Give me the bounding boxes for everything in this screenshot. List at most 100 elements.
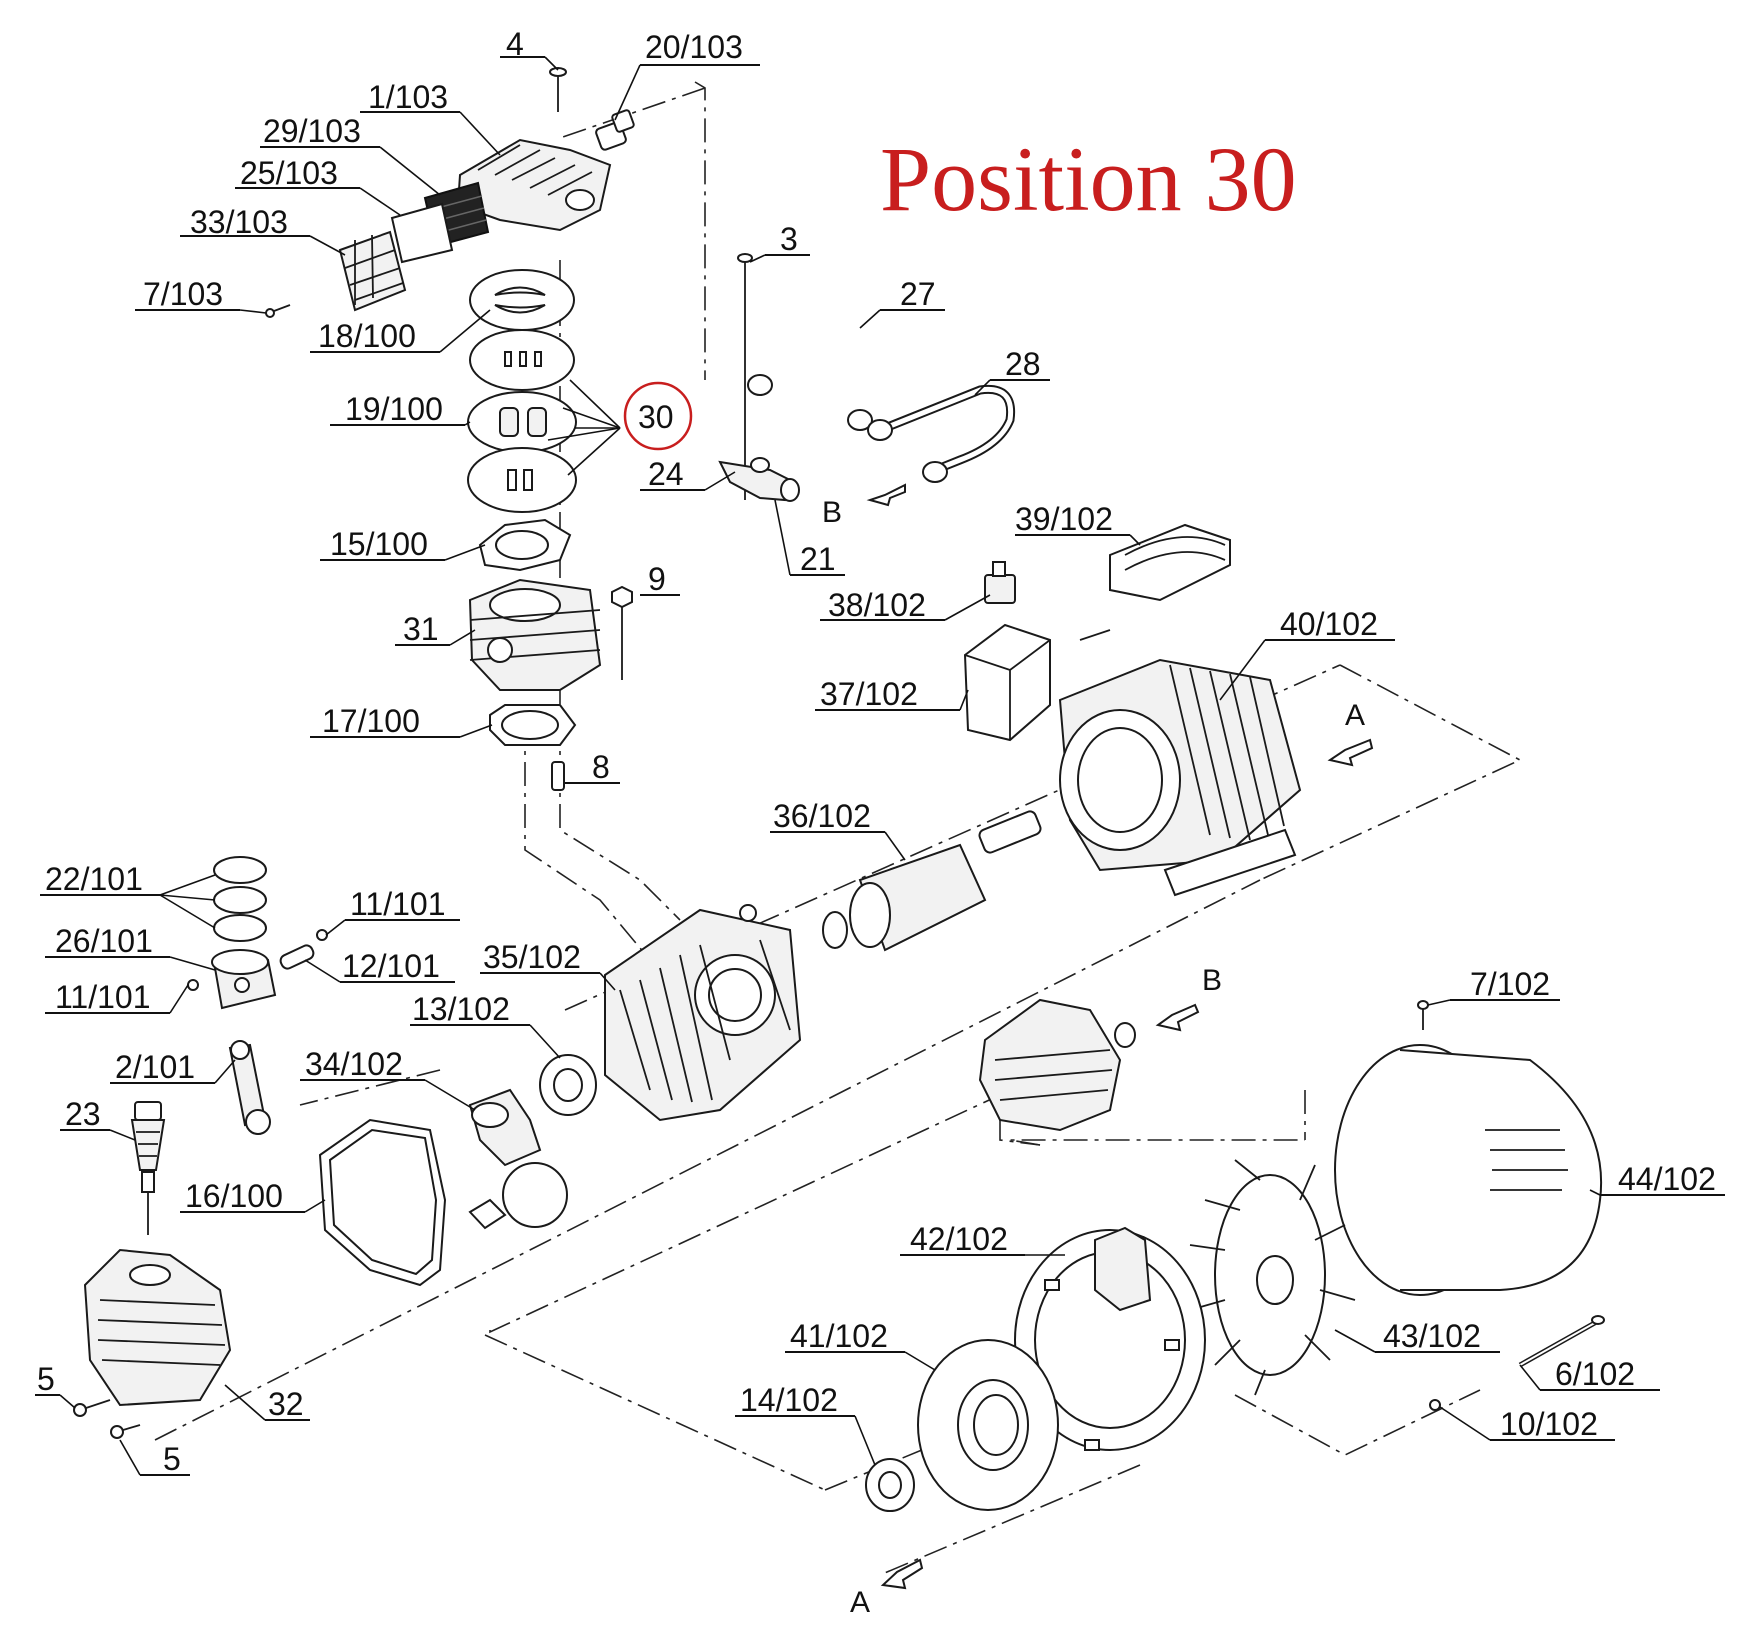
gasket-16-100-icon [318, 1118, 447, 1287]
part-labels: 4 20/103 1/103 29/103 25/103 33/103 7/10… [37, 26, 1716, 1477]
label-30: 30 [638, 399, 674, 435]
label-32: 32 [268, 1386, 304, 1422]
marker-b-mid: B [1202, 964, 1222, 997]
crankcase-cover-32-icon [83, 1248, 232, 1407]
label-33-103: 33/103 [190, 204, 288, 240]
crankcase-35-102-icon [604, 904, 802, 1122]
screw-5-icon [73, 1399, 141, 1439]
label-27: 27 [900, 276, 936, 312]
silencer-33-103-icon [338, 230, 407, 312]
nut-9-icon [611, 585, 633, 680]
label-23: 23 [65, 1096, 101, 1132]
piston-rings-22-101-icon [213, 856, 267, 942]
label-20-103: 20/103 [645, 29, 743, 65]
fan-cover-44-102-icon [1334, 1044, 1603, 1296]
label-7-103: 7/103 [143, 276, 223, 312]
nut-10-102-icon [1429, 1399, 1441, 1411]
label-28: 28 [1005, 346, 1041, 382]
label-39-102: 39/102 [1015, 501, 1113, 537]
label-11-101-b: 11/101 [55, 979, 151, 1015]
gasket-15-100-icon [478, 518, 572, 572]
label-42-102: 42/102 [910, 1221, 1008, 1257]
valve-23-icon [130, 1101, 166, 1235]
crankshaft-34-102-icon [468, 1088, 568, 1230]
label-35-102: 35/102 [483, 939, 581, 975]
tee-fitting-24-icon [718, 457, 800, 502]
label-2-101: 2/101 [115, 1049, 195, 1085]
fitting-20-103-icon [595, 109, 635, 151]
label-37-102: 37/102 [820, 676, 918, 712]
filter-element-25-103-icon [390, 202, 454, 264]
bearing-13-102-icon [539, 1054, 597, 1116]
label-41-102: 41/102 [790, 1318, 888, 1354]
label-11-101-a: 11/101 [350, 886, 446, 922]
label-1-103: 1/103 [368, 79, 448, 115]
cylinder-head-icon [456, 138, 612, 232]
label-24: 24 [648, 456, 684, 492]
label-9: 9 [648, 561, 666, 597]
label-13-102: 13/102 [412, 991, 510, 1027]
label-4: 4 [506, 26, 524, 62]
connecting-rod-2-101-icon [228, 1040, 271, 1135]
valve-plate-upper-icon [469, 329, 575, 391]
label-22-101: 22/101 [45, 861, 143, 897]
dowel-8-icon [551, 761, 565, 791]
label-21: 21 [800, 541, 836, 577]
label-25-103: 25/103 [240, 155, 338, 191]
fan-43-102-icon [1189, 1159, 1356, 1396]
label-10-102: 10/102 [1500, 1406, 1598, 1442]
label-19-100: 19/100 [345, 391, 443, 427]
page-title: Position 30 [880, 128, 1297, 230]
flow-arrows [866, 483, 1374, 1590]
bearing-14-102-icon [865, 1458, 915, 1512]
capacitor-39-102-icon [1079, 523, 1231, 641]
label-38-102: 38/102 [828, 587, 926, 623]
gasket-18-100-icon [469, 269, 575, 331]
cylinder-31-icon [468, 578, 602, 691]
end-cap-41-102-icon [917, 1339, 1059, 1511]
label-3: 3 [780, 221, 798, 257]
label-7-102: 7/102 [1470, 966, 1550, 1002]
tube-28-icon [867, 384, 1016, 483]
piston-pin-12-101-icon [279, 944, 315, 970]
position-30-highlight-circle [623, 381, 693, 451]
label-16-100: 16/100 [185, 1178, 283, 1214]
valve-plate-19-100-icon [467, 391, 577, 453]
tube-27-icon [747, 320, 918, 431]
screw-4-icon [549, 67, 567, 112]
label-29-103: 29/103 [263, 113, 361, 149]
piston-26-101-icon [211, 949, 277, 1010]
screw-3-icon [737, 253, 753, 500]
label-40-102: 40/102 [1280, 606, 1378, 642]
screw-7-103-icon [265, 304, 291, 318]
label-12-101: 12/101 [342, 948, 440, 984]
label-8: 8 [592, 749, 610, 785]
end-shield-42-102-icon [1014, 1226, 1206, 1451]
terminal-box-37-102-icon [963, 623, 1051, 742]
label-14-102: 14/102 [740, 1382, 838, 1418]
gasket-17-100-icon [489, 704, 577, 746]
label-17-100: 17/100 [322, 703, 420, 739]
marker-a-bottom: A [850, 1586, 870, 1619]
end-bell-icon [978, 998, 1136, 1132]
label-31: 31 [403, 611, 439, 647]
valve-plate-lower-icon [467, 447, 577, 513]
label-26-101: 26/101 [55, 923, 153, 959]
label-43-102: 43/102 [1383, 1318, 1481, 1354]
leader-lines [35, 56, 1725, 1476]
rotor-36-102-icon [822, 810, 1042, 952]
label-18-100: 18/100 [318, 318, 416, 354]
position-30-leaders [547, 379, 621, 476]
marker-b-top: B [822, 496, 842, 529]
label-15-100: 15/100 [330, 526, 428, 562]
label-44-102: 44/102 [1618, 1161, 1716, 1197]
switch-38-102-icon [984, 561, 1016, 604]
screw-7-102-icon [1417, 1000, 1429, 1030]
marker-a-top: A [1345, 699, 1365, 732]
label-5-b: 5 [163, 1441, 181, 1477]
motor-stator-40-102-icon [1058, 658, 1302, 897]
tie-rod-6-102-icon [1518, 1315, 1605, 1368]
label-5-a: 5 [37, 1361, 55, 1397]
flow-marker-labels: B A B A [822, 496, 1365, 1619]
